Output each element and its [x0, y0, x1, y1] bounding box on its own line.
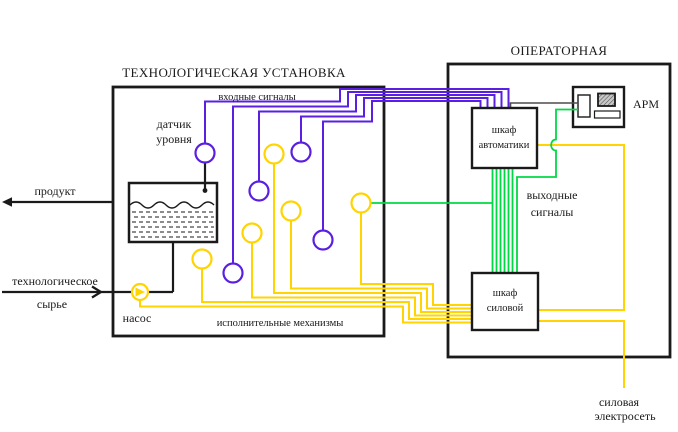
- pump-arrow-icon: [135, 287, 145, 297]
- power-grid-label-line1: силовая: [599, 395, 640, 409]
- actuator-wire: [201, 268, 471, 320]
- sensor-circle: [248, 180, 270, 202]
- computer-monitor-icon: [597, 92, 616, 107]
- level-sensor-probe-dot: [202, 188, 208, 193]
- computer-tower-icon: [577, 94, 591, 118]
- arm-label: АРМ: [633, 97, 659, 111]
- actuator-circle: [280, 200, 302, 222]
- actuators: [130, 143, 372, 302]
- power-grid-label-line2: электросеть: [594, 409, 656, 423]
- mains-supply-wire: [539, 320, 625, 388]
- input-signals-label: входные сигналы: [218, 92, 295, 103]
- input-signal-wires: [204, 88, 510, 264]
- level-sensor-circle: [194, 142, 216, 164]
- product-flow-arrowhead: [2, 197, 12, 207]
- arm-automation-link-wire: [509, 102, 578, 107]
- output-signals-label-line1: выходные: [527, 188, 578, 202]
- level-sensor-label-line2: уровня: [156, 132, 192, 146]
- tank-liquid-fill-dashes: [132, 211, 214, 238]
- level-sensor-label-line1: датчик: [157, 117, 192, 131]
- power-cabinet: шкаф силовой: [470, 271, 540, 332]
- operator-room-title: ОПЕРАТОРНАЯ: [511, 43, 608, 58]
- automation-cabinet: шкаф автоматики: [470, 106, 539, 170]
- actuators-label: исполнительные механизмы: [217, 318, 344, 329]
- actuator-wire: [251, 242, 471, 317]
- sensor-wire: [300, 97, 489, 143]
- actuator-circle: [241, 222, 263, 244]
- pump-label: насос: [123, 311, 152, 325]
- sensor-circle: [312, 229, 334, 251]
- automation-cabinet-power-wire: [537, 144, 625, 311]
- computer-keyboard-icon: [593, 110, 621, 119]
- tank-liquid-surface-wave: [129, 201, 215, 209]
- sensor-wire: [322, 100, 482, 231]
- power-cabinet-label-line1: шкаф: [493, 288, 518, 299]
- arm-network-wire: [516, 108, 578, 273]
- plant-boundary-box: [111, 85, 386, 338]
- power-cabinet-label-line2: силовой: [487, 303, 524, 314]
- feedstock-label-line2: сырье: [37, 297, 67, 311]
- pump-power-wire: [139, 300, 471, 324]
- sensor-circle: [222, 262, 244, 284]
- actuator-circle: [350, 192, 372, 214]
- actuator-wire: [360, 212, 471, 306]
- automation-cabinet-label-line1: шкаф: [492, 125, 517, 136]
- actuator-circle: [191, 248, 213, 270]
- actuator-wire: [273, 163, 471, 313]
- sensor-circle: [290, 141, 312, 163]
- feedstock-label-line1: технологическое: [12, 274, 98, 288]
- sensor-wire: [232, 91, 503, 264]
- actuator-power-wires: [139, 144, 625, 388]
- operator-room-boundary-box: [446, 62, 672, 359]
- output-signal-wires: [371, 108, 578, 273]
- product-label: продукт: [34, 184, 76, 198]
- output-signals-label-line2: сигналы: [531, 205, 574, 219]
- sensor-wire: [204, 88, 510, 144]
- arm-workstation: [571, 85, 626, 129]
- plant-title: ТЕХНОЛОГИЧЕСКАЯ УСТАНОВКА: [122, 65, 346, 80]
- sensor-wire: [258, 94, 496, 182]
- automation-cabinet-label-line2: автоматики: [479, 140, 530, 151]
- actuator-circle: [263, 143, 285, 165]
- sensors: [194, 141, 334, 284]
- actuator-wire: [290, 220, 471, 310]
- tank: [127, 181, 219, 244]
- feedstock-flow-arrow: [91, 285, 104, 299]
